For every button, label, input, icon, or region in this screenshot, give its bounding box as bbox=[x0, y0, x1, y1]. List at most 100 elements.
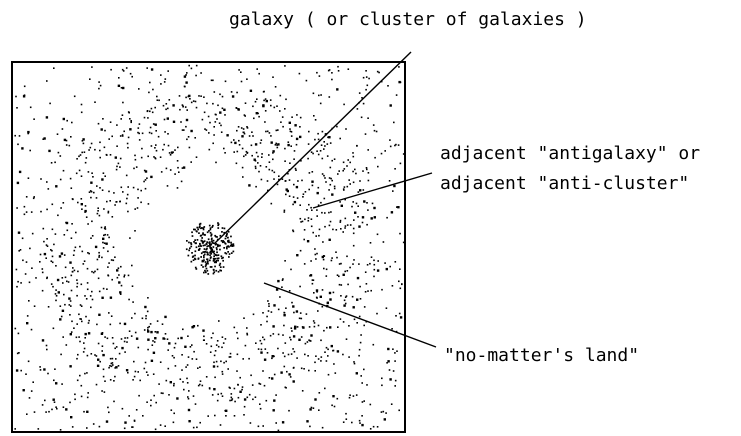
galaxy-dot bbox=[209, 254, 211, 257]
matter-dot bbox=[71, 320, 73, 323]
matter-dot bbox=[133, 360, 135, 363]
matter-dot bbox=[228, 356, 231, 358]
matter-dot bbox=[299, 135, 302, 139]
matter-dot bbox=[337, 70, 340, 72]
galaxy-dot bbox=[222, 259, 224, 262]
matter-dot bbox=[358, 225, 361, 228]
matter-dot bbox=[202, 329, 205, 332]
matter-dot bbox=[387, 360, 390, 363]
galaxy-dot bbox=[210, 250, 213, 252]
matter-dot bbox=[271, 377, 274, 380]
matter-dot bbox=[109, 296, 113, 299]
matter-dot bbox=[109, 154, 112, 156]
matter-dot bbox=[231, 95, 235, 98]
galaxy-dot bbox=[223, 247, 225, 249]
matter-dot bbox=[148, 325, 150, 328]
galaxy-dot bbox=[215, 269, 218, 272]
matter-dot bbox=[90, 237, 92, 239]
matter-dot bbox=[326, 301, 329, 305]
galaxy-dot bbox=[206, 258, 209, 261]
matter-dot bbox=[398, 66, 400, 68]
matter-dot bbox=[166, 117, 169, 120]
matter-dot bbox=[143, 329, 146, 331]
matter-dot bbox=[221, 107, 224, 110]
matter-dot bbox=[31, 232, 34, 235]
matter-dot bbox=[15, 268, 18, 271]
galaxy-dot bbox=[212, 239, 215, 242]
galaxy-dot bbox=[191, 235, 194, 237]
matter-dot bbox=[149, 110, 151, 113]
matter-dot bbox=[251, 384, 254, 386]
matter-dot bbox=[359, 298, 362, 300]
matter-dot bbox=[55, 289, 57, 291]
galaxy-dot bbox=[203, 226, 206, 228]
matter-dot bbox=[154, 331, 157, 333]
matter-dot bbox=[96, 364, 100, 367]
galaxy-dot bbox=[215, 260, 218, 262]
matter-dot bbox=[117, 84, 121, 87]
matter-dot bbox=[48, 410, 50, 413]
matter-dot bbox=[101, 178, 104, 181]
matter-dot bbox=[168, 342, 171, 345]
matter-dot bbox=[183, 129, 185, 131]
galaxy-dot bbox=[190, 243, 193, 245]
matter-dot bbox=[387, 347, 390, 351]
galaxy-dot bbox=[200, 239, 203, 242]
matter-dot bbox=[323, 197, 326, 200]
matter-dot bbox=[166, 185, 169, 187]
matter-dot bbox=[336, 125, 338, 128]
matter-dot bbox=[367, 290, 369, 292]
matter-dot bbox=[220, 124, 222, 127]
matter-dot bbox=[251, 154, 253, 157]
matter-dot bbox=[150, 399, 152, 401]
matter-dot bbox=[328, 177, 331, 179]
matter-dot bbox=[205, 343, 208, 345]
matter-dot bbox=[125, 174, 128, 177]
matter-dot bbox=[243, 398, 247, 401]
matter-dot bbox=[160, 74, 162, 76]
matter-dot bbox=[264, 98, 267, 100]
matter-dot bbox=[114, 347, 116, 350]
matter-dot bbox=[112, 364, 114, 366]
matter-dot bbox=[88, 149, 90, 151]
matter-dot bbox=[238, 144, 241, 146]
matter-dot bbox=[311, 279, 314, 281]
matter-dot bbox=[201, 384, 204, 387]
matter-dot bbox=[93, 191, 95, 194]
matter-dot bbox=[56, 278, 60, 282]
galaxy-dot bbox=[206, 253, 209, 256]
matter-dot bbox=[340, 204, 343, 207]
matter-dot bbox=[285, 193, 287, 196]
matter-dot bbox=[312, 231, 314, 234]
galaxy-dot bbox=[202, 266, 204, 268]
matter-dot bbox=[102, 287, 105, 290]
galaxy-dot bbox=[219, 266, 222, 268]
matter-dot bbox=[287, 143, 290, 147]
galaxy-dot bbox=[185, 248, 188, 251]
matter-dot bbox=[321, 130, 324, 133]
matter-dot bbox=[394, 261, 397, 263]
matter-dot bbox=[66, 119, 68, 122]
matter-dot bbox=[236, 353, 239, 356]
matter-dot bbox=[287, 141, 290, 143]
matter-dot bbox=[257, 348, 260, 350]
matter-dot bbox=[78, 155, 80, 158]
matter-dot bbox=[230, 393, 233, 395]
matter-dot bbox=[390, 403, 393, 405]
matter-dot bbox=[381, 288, 383, 291]
matter-dot bbox=[80, 283, 83, 286]
matter-dot bbox=[258, 115, 260, 118]
matter-dot bbox=[84, 161, 87, 164]
matter-dot bbox=[57, 291, 60, 294]
galaxy-dot bbox=[200, 256, 202, 258]
galaxy-dot bbox=[200, 234, 203, 237]
matter-dot bbox=[220, 131, 223, 133]
matter-dot bbox=[352, 155, 355, 158]
matter-dot bbox=[290, 338, 292, 341]
matter-dot bbox=[294, 167, 297, 170]
galaxy-dot bbox=[230, 245, 232, 247]
matter-dot bbox=[385, 412, 387, 414]
matter-dot bbox=[273, 373, 276, 376]
antigalaxy-label-line1: adjacent "antigalaxy" or bbox=[440, 143, 700, 164]
matter-dot bbox=[174, 342, 177, 345]
